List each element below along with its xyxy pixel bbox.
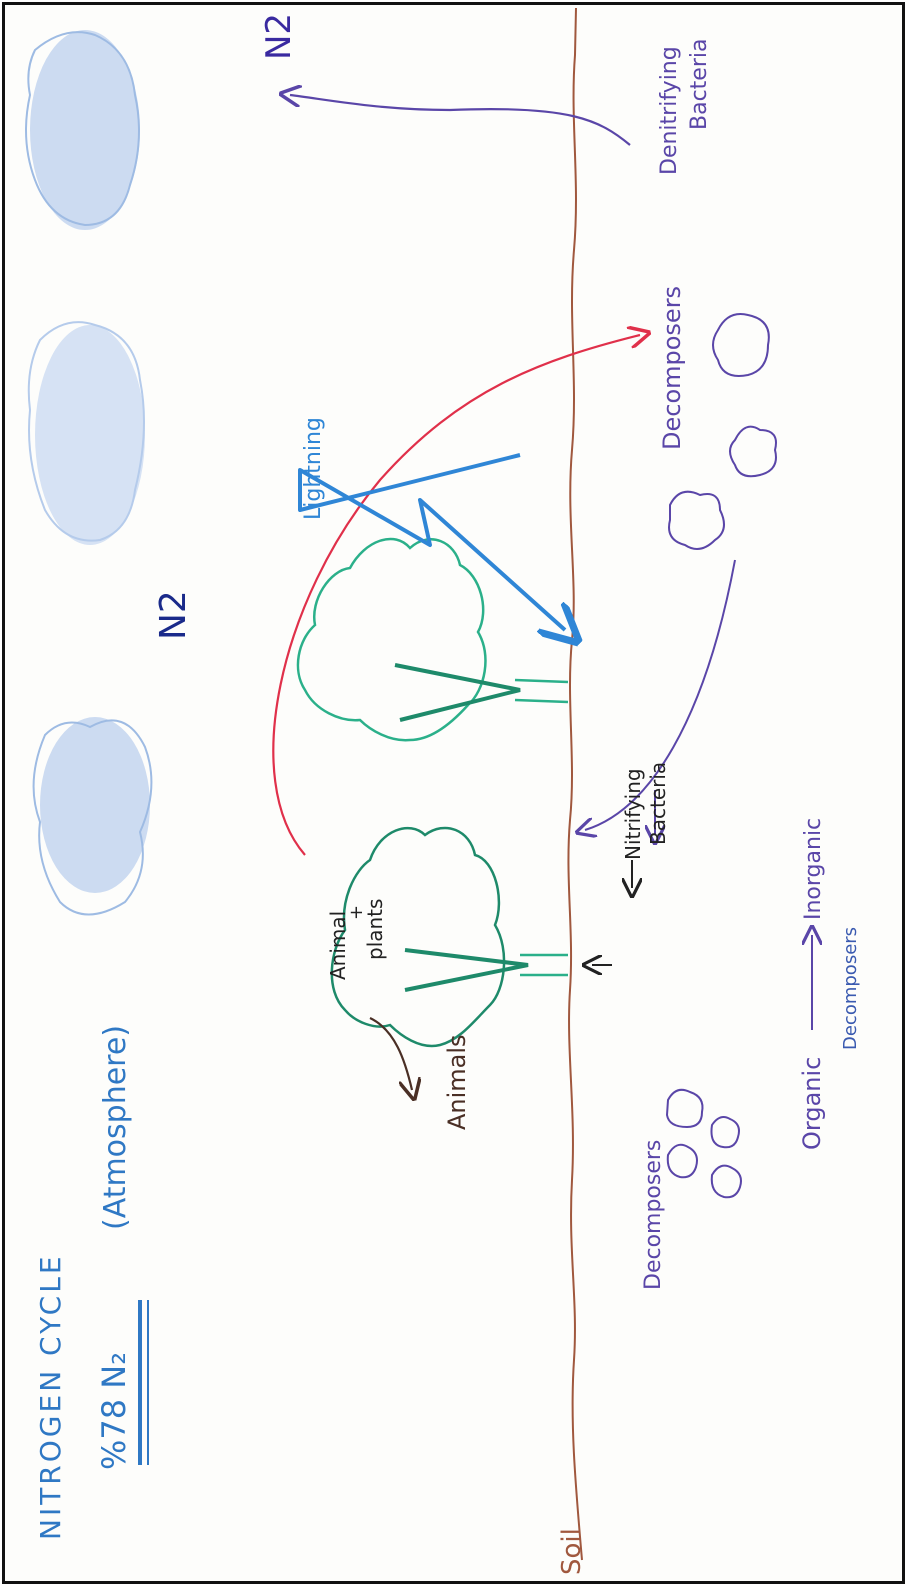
denitrifying-arrow <box>290 95 630 145</box>
lightning-label: Lightning <box>301 417 326 520</box>
cloud-icon <box>29 322 145 545</box>
percent-n2-label: %78 N₂ <box>95 1352 133 1470</box>
animal-plants-label-1: Animal <box>326 911 350 980</box>
n2-mid-label: N2 <box>153 590 194 640</box>
cloud-icon <box>26 30 140 230</box>
plant-icon <box>298 539 568 740</box>
decomposers-left-label: Decomposers <box>641 1140 666 1290</box>
decomposers-under-arrow-label: Decomposers <box>840 927 861 1050</box>
nitrifying-label-2: Bacteria <box>646 762 670 845</box>
atmosphere-label: (Atmosphere) <box>98 1025 133 1230</box>
denitrifying-label-1: Denitrifying <box>657 46 682 175</box>
lightning-icon <box>300 455 565 630</box>
n2-top-label: N2 <box>259 13 299 60</box>
diagram-title: NITROGEN CYCLE <box>34 1253 67 1540</box>
animals-label: Animals <box>443 1034 471 1130</box>
organic-label: Organic <box>798 1057 826 1150</box>
soil-line <box>568 8 582 1560</box>
soil-label: Soil <box>557 1528 587 1575</box>
animal-plants-label-3: plants <box>363 899 387 960</box>
red-decomposition-arrow <box>273 335 640 855</box>
denitrifying-label-2: Bacteria <box>687 39 712 130</box>
inorganic-label: Inorganic <box>801 818 826 920</box>
animals-arrow <box>370 1018 412 1090</box>
decomposers-right-label: Decomposers <box>658 286 686 450</box>
nitrifying-label-1: Nitrifying <box>621 768 645 860</box>
cloud-icon <box>34 717 152 915</box>
